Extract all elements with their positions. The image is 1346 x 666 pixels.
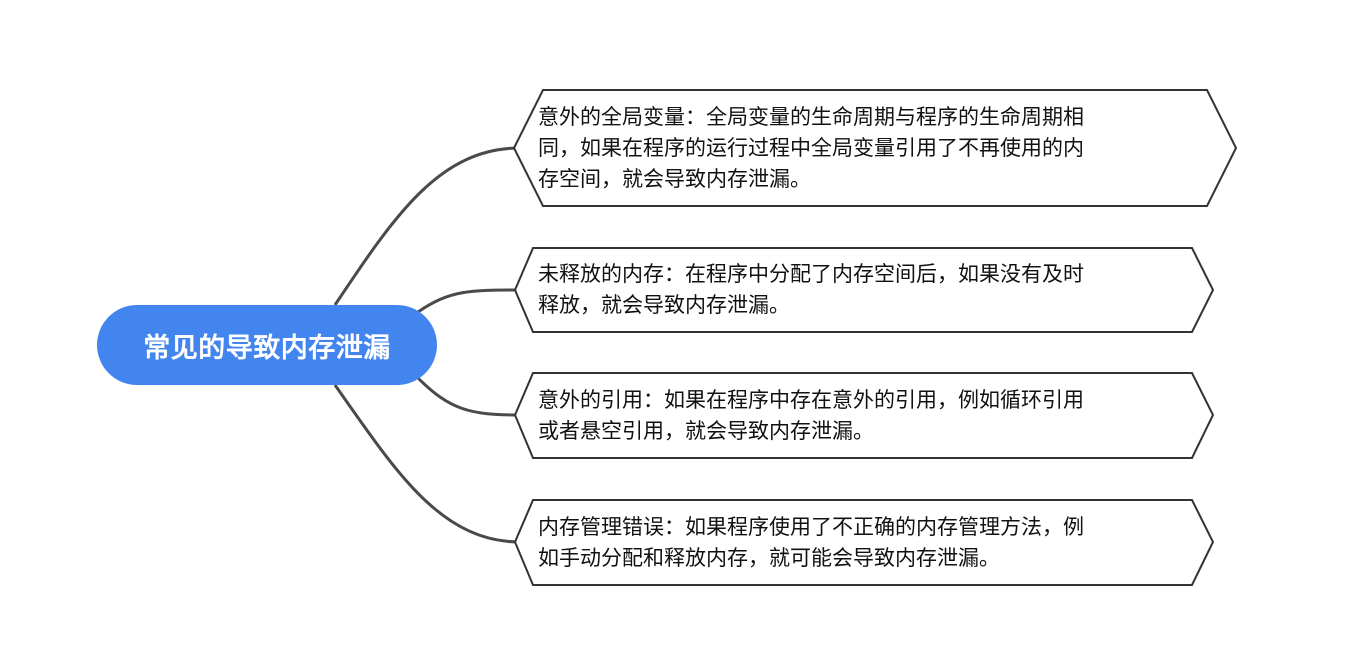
connector-branch-4 [333,384,521,544]
branch-node-2-shape[interactable] [513,247,1215,333]
branch-node-4-text: 内存管理错误：如果程序使用了不正确的内存管理方法，例 如手动分配和释放内存，就可… [538,512,1084,574]
connector-branch-1 [333,146,521,306]
branch-node-1-line-3: 存空间，就会导致内存泄漏。 [538,167,811,191]
branch-node-1-line-2: 同，如果在程序的运行过程中全局变量引用了不再使用的内 [538,136,1084,160]
branch-node-3-shape[interactable] [513,372,1215,459]
root-node[interactable]: 常见的导致内存泄漏 [97,305,437,385]
branch-node-1-shape[interactable] [512,89,1238,207]
branch-node-3-line-1: 意外的引用：如果在程序中存在意外的引用，例如循环引用 [538,388,1084,412]
branch-node-1-text: 意外的全局变量：全局变量的生命周期与程序的生命周期相 同，如果在程序的运行过程中… [538,102,1084,195]
branch-node-2-text: 未释放的内存：在程序中分配了内存空间后，如果没有及时 释放，就会导致内存泄漏。 [538,259,1084,321]
branch-node-2-line-2: 释放，就会导致内存泄漏。 [538,293,790,317]
branch-node-4-line-1: 内存管理错误：如果程序使用了不正确的内存管理方法，例 [538,515,1084,539]
branch-node-3-line-2: 或者悬空引用，就会导致内存泄漏。 [538,419,874,443]
branch-node-1-line-1: 意外的全局变量：全局变量的生命周期与程序的生命周期相 [538,105,1084,129]
branch-node-3-text: 意外的引用：如果在程序中存在意外的引用，例如循环引用 或者悬空引用，就会导致内存… [538,385,1084,447]
root-label: 常见的导致内存泄漏 [143,332,391,364]
branch-node-4-shape[interactable] [513,499,1215,586]
connector-branch-2 [417,288,521,314]
connector-branch-3 [416,376,521,417]
branch-node-4-line-2: 如手动分配和释放内存，就可能会导致内存泄漏。 [538,546,1000,570]
branch-node-2-line-1: 未释放的内存：在程序中分配了内存空间后，如果没有及时 [538,262,1084,286]
